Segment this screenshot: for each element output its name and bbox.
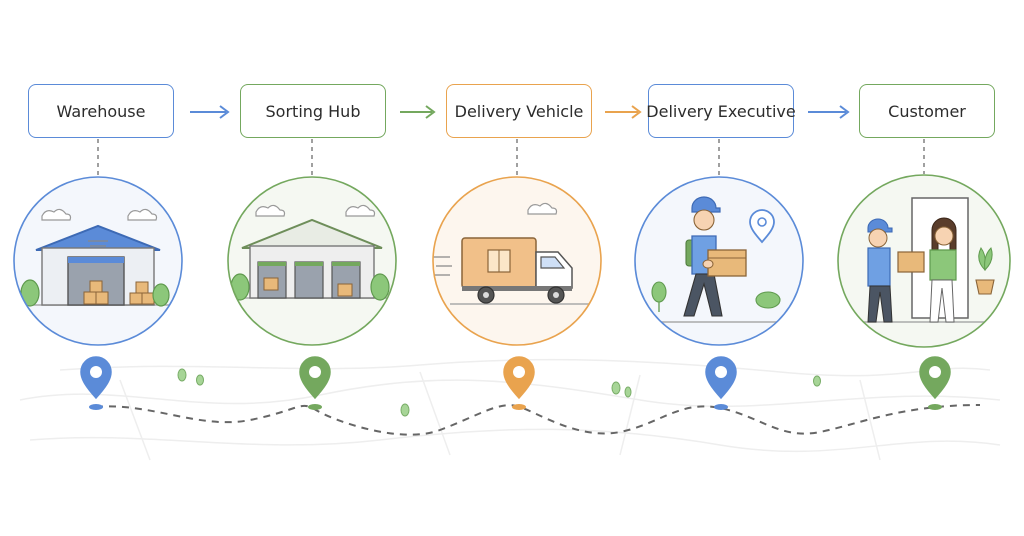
- map-pins: [80, 356, 951, 410]
- flow-arrow: [190, 105, 230, 119]
- map-pin-icon: [705, 356, 737, 410]
- step-sorting-hub-box: Sorting Hub: [240, 84, 386, 138]
- delivery-truck-icon: [432, 176, 602, 346]
- delivery-executive-icon: [634, 176, 804, 346]
- route-path: [95, 404, 981, 436]
- step-delivery-executive-box: Delivery Executive: [646, 84, 796, 138]
- map-pin-icon: [503, 356, 535, 410]
- map-trees: [177, 368, 821, 417]
- sorting-hub-icon: [227, 176, 397, 346]
- flow-arrow: [808, 105, 850, 119]
- flow-arrow: [400, 105, 436, 119]
- customer-handoff-icon: [837, 174, 1011, 348]
- step-delivery-vehicle-box: Delivery Vehicle: [446, 84, 592, 138]
- map-pin-icon: [80, 356, 112, 410]
- box-to-circle-connectors: [97, 139, 925, 176]
- map-background: [19, 358, 1001, 461]
- warehouse-icon: [13, 176, 183, 346]
- map-pin-icon: [299, 356, 331, 410]
- map-pin-icon: [919, 356, 951, 410]
- flow-arrow: [605, 105, 642, 119]
- step-customer-box: Customer: [859, 84, 995, 138]
- step-warehouse-box: Warehouse: [28, 84, 174, 138]
